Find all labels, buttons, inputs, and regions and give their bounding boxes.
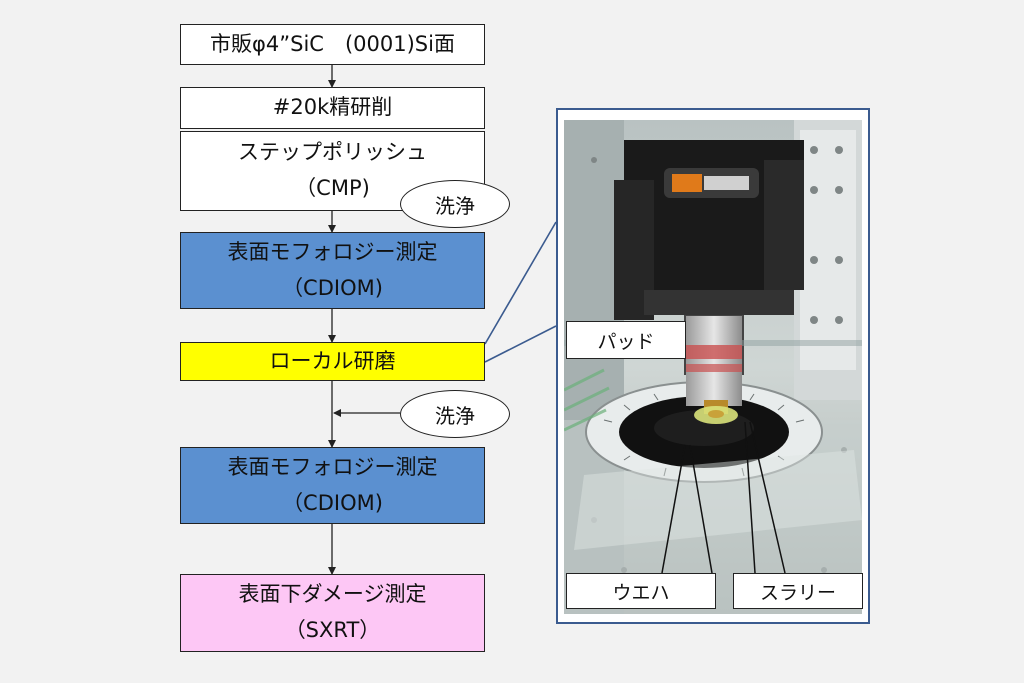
polishing-apparatus-photo bbox=[564, 120, 862, 614]
step-morphology-2-line2: （CDIOM) bbox=[282, 490, 383, 515]
step-commercial-sic-label: 市販φ4”SiC (0001)Si面 bbox=[210, 31, 455, 56]
step-fine-grinding-label: #20k精研削 bbox=[272, 95, 393, 120]
step-local-polish-label: ローカル研磨 bbox=[269, 348, 396, 373]
label-slurry-text: スラリー bbox=[759, 581, 836, 604]
step-morphology-1-line1: 表面モフォロジー測定 bbox=[227, 239, 438, 264]
label-wafer-text: ウエハ bbox=[612, 581, 670, 604]
step-morphology-2: 表面モフォロジー測定 （CDIOM) bbox=[180, 447, 485, 524]
label-wafer: ウエハ bbox=[566, 573, 716, 609]
label-pad-text: パッド bbox=[597, 330, 655, 353]
step-commercial-sic: 市販φ4”SiC (0001)Si面 bbox=[180, 24, 485, 65]
step-subsurface-damage-line2: （SXRT） bbox=[284, 618, 381, 642]
step-morphology-1-line2: （CDIOM) bbox=[282, 275, 383, 300]
callout-line-top bbox=[484, 221, 557, 345]
step-morphology-2-line1: 表面モフォロジー測定 bbox=[227, 454, 438, 479]
wash-oval-2: 洗浄 bbox=[400, 390, 510, 438]
step-subsurface-damage: 表面下ダメージ測定 （SXRT） bbox=[180, 574, 485, 652]
label-slurry: スラリー bbox=[733, 573, 863, 609]
wash-oval-2-label: 洗浄 bbox=[435, 403, 475, 428]
step-subsurface-damage-line1: 表面下ダメージ測定 bbox=[238, 582, 427, 607]
wash-oval-1: 洗浄 bbox=[400, 180, 510, 228]
step-local-polish: ローカル研磨 bbox=[180, 342, 485, 381]
label-pad: パッド bbox=[566, 321, 686, 359]
wash-oval-1-label: 洗浄 bbox=[435, 193, 475, 218]
callout-line-bottom bbox=[484, 325, 557, 363]
step-step-polish-line1: ステップポリッシュ bbox=[238, 140, 427, 165]
step-fine-grinding: #20k精研削 bbox=[180, 87, 485, 129]
step-morphology-1: 表面モフォロジー測定 （CDIOM) bbox=[180, 232, 485, 309]
step-step-polish-line2: （CMP) bbox=[295, 176, 370, 200]
